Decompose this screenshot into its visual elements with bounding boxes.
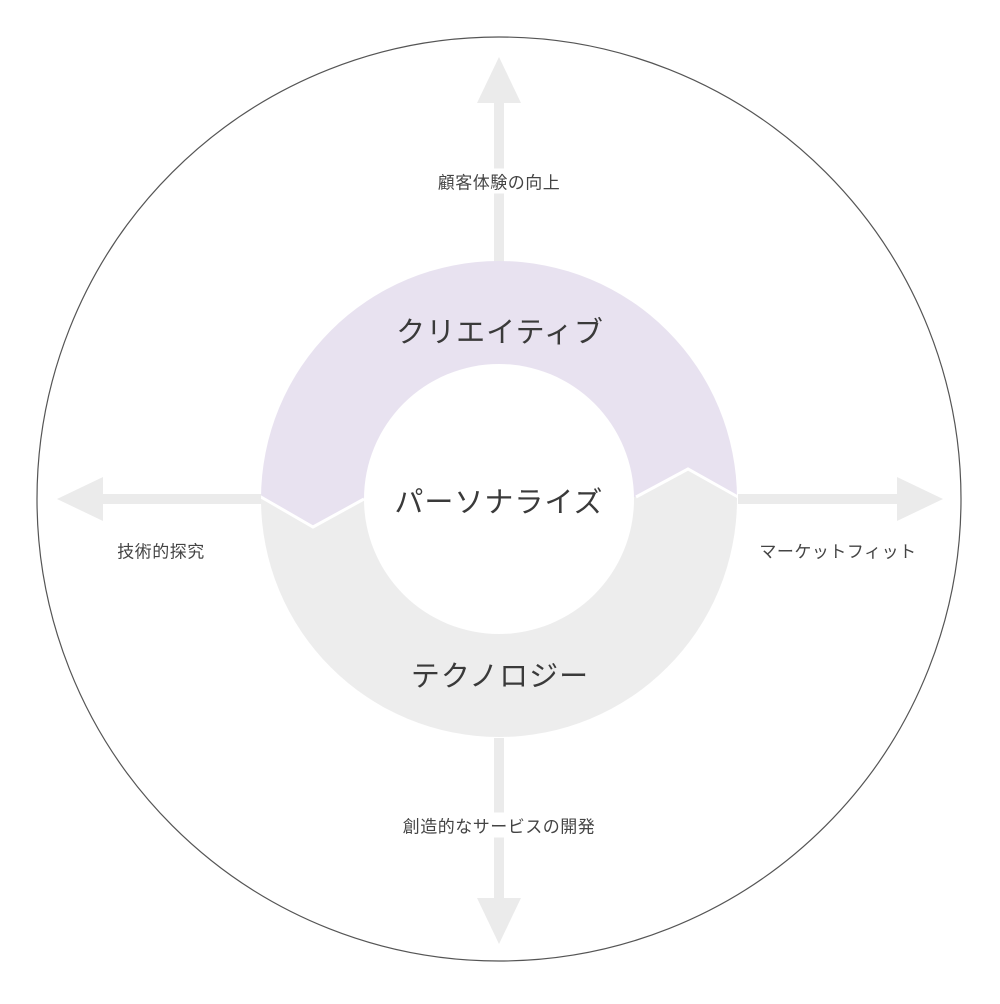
axis-label-down: 創造的なサービスの開発 [400, 812, 598, 838]
axis-arrows [57, 57, 943, 944]
axis-label-right: マーケットフィット [759, 542, 917, 563]
segment-divider-right [635, 467, 751, 506]
ring-label-technology: テクノロジー [410, 659, 590, 693]
arrow-left-shaft [100, 494, 262, 504]
arrow-right-head-icon [897, 477, 943, 521]
axis-label-up: 顧客体験の向上 [435, 168, 563, 194]
center-label-personalize: パーソナライズ [394, 485, 604, 519]
segment-divider-left [249, 489, 365, 529]
axis-label-left: 技術的探究 [117, 542, 205, 563]
arrow-right-shaft [738, 494, 900, 504]
arrow-up-head-icon [477, 57, 521, 103]
ring-label-creative: クリエイティブ [396, 315, 604, 349]
outer-circle [36, 36, 962, 962]
arrow-left-head-icon [57, 477, 103, 521]
donut-ring [249, 250, 751, 750]
arrow-down-head-icon [477, 898, 521, 944]
creative-segment [250, 250, 750, 527]
